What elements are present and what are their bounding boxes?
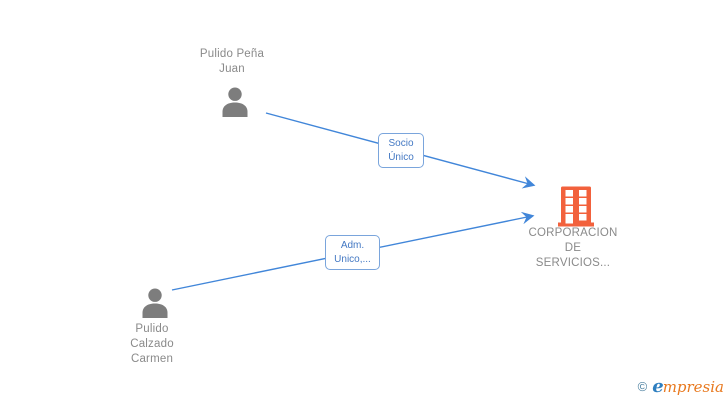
brand-initial: e [652, 376, 664, 397]
person-bottom-name-line2: Calzado [130, 338, 174, 350]
node-person-pulido-pena-juan[interactable] [221, 87, 249, 117]
person-icon [142, 288, 168, 318]
node-person-pulido-calzado-carmen[interactable] [141, 288, 169, 318]
empresia-watermark[interactable]: © empresia [638, 376, 724, 397]
node-label-company: CORPORACION DE SERVICIOS... [498, 226, 648, 271]
company-name-line2: DE [564, 242, 582, 254]
edge-label-socio-unico-line2: Único [388, 152, 414, 163]
edge-label-adm-unico[interactable]: Adm. Unico,... [325, 235, 380, 270]
person-icon [222, 87, 248, 117]
edge-label-adm-unico-line1: Adm. [340, 240, 365, 251]
company-name-line1: CORPORACION [528, 227, 618, 239]
node-label-person-bottom: Pulido Calzado Carmen [77, 322, 227, 367]
person-top-name-line1: Pulido Peña [199, 48, 265, 60]
copyright-icon: © [637, 379, 648, 394]
edge-label-adm-unico-line2: Unico,... [334, 254, 371, 265]
node-label-person-top: Pulido Peña Juan [157, 47, 307, 77]
node-company-corporacion-de-servicios[interactable] [556, 186, 596, 227]
person-bottom-name-line3: Carmen [130, 353, 174, 365]
company-name-line3: SERVICIOS... [535, 257, 611, 269]
edge-label-socio-unico[interactable]: Socio Único [378, 133, 424, 168]
person-bottom-name-line1: Pulido [135, 323, 169, 335]
person-top-name-line2: Juan [219, 63, 245, 75]
brand-text: mpresia [662, 378, 724, 396]
building-icon [558, 186, 594, 227]
edge-label-socio-unico-line1: Socio [388, 138, 414, 149]
